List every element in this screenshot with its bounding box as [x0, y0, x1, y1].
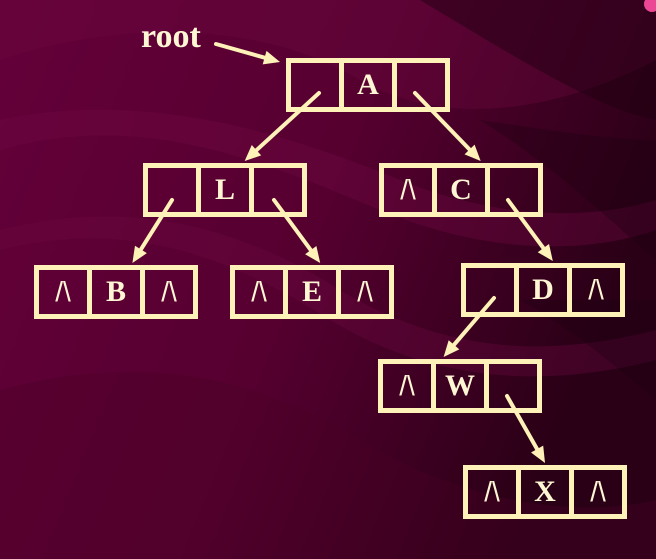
key-cell: W — [431, 359, 489, 413]
right-pointer-cell: /\ — [567, 263, 625, 317]
edge-l-b — [132, 198, 174, 263]
edge-l-e — [272, 198, 321, 263]
edge-c-d — [506, 198, 553, 261]
left-pointer-cell: /\ — [379, 163, 437, 217]
left-pointer-cell — [286, 58, 344, 112]
left-pointer-cell: /\ — [463, 465, 521, 519]
left-pointer-cell — [143, 163, 201, 217]
tree-node-w: /\W — [378, 359, 542, 413]
edge-a-l — [244, 91, 321, 161]
right-pointer-cell: /\ — [569, 465, 627, 519]
root-label: root — [141, 18, 201, 55]
key-cell: B — [87, 265, 145, 319]
tree-node-x: /\X/\ — [463, 465, 627, 519]
right-pointer-cell — [249, 163, 307, 217]
left-pointer-cell: /\ — [378, 359, 436, 413]
left-pointer-cell — [461, 263, 519, 317]
tree-node-d: D/\ — [461, 263, 625, 317]
root-pointer-arrow — [214, 42, 280, 65]
right-pointer-cell: /\ — [336, 265, 394, 319]
tree-node-a: A — [286, 58, 450, 112]
right-pointer-cell — [392, 58, 450, 112]
tree-node-b: /\B/\ — [34, 265, 198, 319]
edge-w-x — [505, 394, 545, 463]
right-pointer-cell — [484, 359, 542, 413]
key-cell: C — [432, 163, 490, 217]
right-pointer-cell: /\ — [140, 265, 198, 319]
key-cell: L — [196, 163, 254, 217]
key-cell: D — [514, 263, 572, 317]
edge-d-w — [443, 296, 496, 357]
tree-node-l: L — [143, 163, 307, 217]
left-pointer-cell: /\ — [230, 265, 288, 319]
edge-a-c — [413, 91, 481, 161]
tree-node-e: /\E/\ — [230, 265, 394, 319]
key-cell: X — [516, 465, 574, 519]
right-pointer-cell — [485, 163, 543, 217]
key-cell: A — [339, 58, 397, 112]
tree-node-c: /\C — [379, 163, 543, 217]
left-pointer-cell: /\ — [34, 265, 92, 319]
key-cell: E — [283, 265, 341, 319]
